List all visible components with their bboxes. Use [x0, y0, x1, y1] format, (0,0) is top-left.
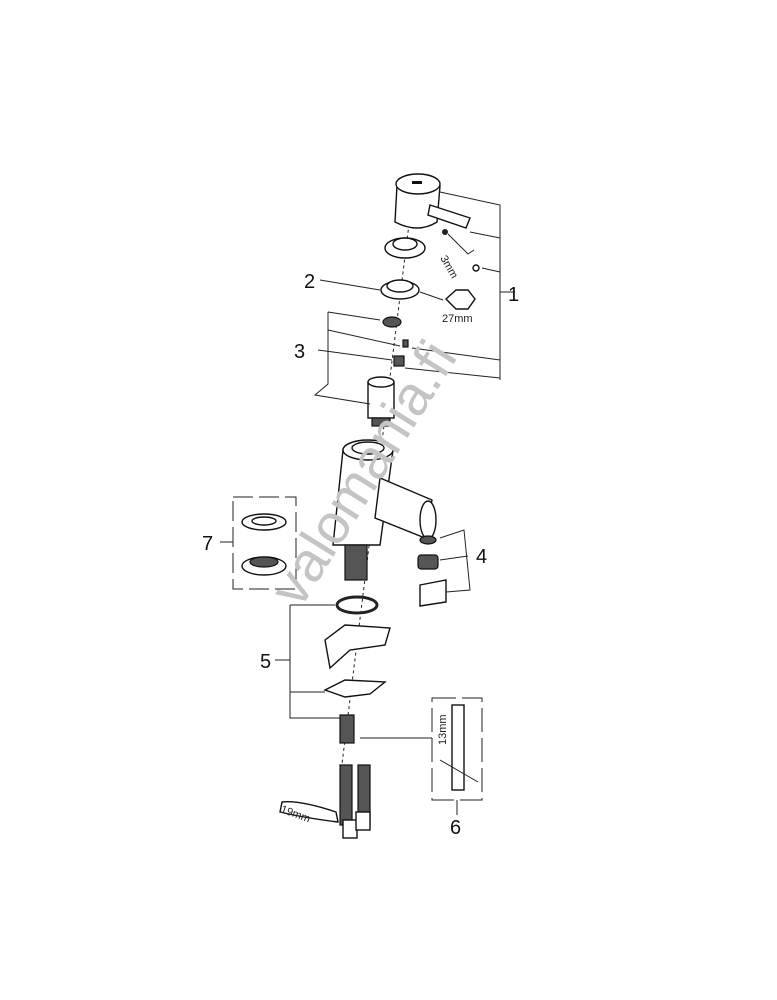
seal-ring: [335, 595, 379, 615]
socket-size: 13mm: [437, 714, 449, 745]
aerator: [417, 535, 447, 607]
o-ring: [382, 316, 402, 328]
spanner: [279, 801, 339, 823]
callout-5: 5: [260, 651, 271, 673]
part-7-box: [232, 496, 297, 590]
hex-nut-size: 27mm: [442, 313, 473, 325]
callout-4: 4: [476, 546, 487, 568]
supply-hoses: [339, 764, 371, 839]
cartridge-nut: [380, 279, 420, 300]
lever-handle: [394, 173, 471, 229]
faucet-body: [332, 439, 437, 581]
callout-1: 1: [508, 284, 519, 306]
hex-nut-icon: [444, 289, 476, 310]
cartridge: [367, 376, 395, 427]
adapter: [393, 355, 405, 367]
hex-key-size: 3mm: [437, 254, 460, 281]
screw: [402, 339, 409, 348]
callout-7: 7: [202, 533, 213, 555]
callout-3: 3: [294, 341, 305, 363]
callout-6: 6: [450, 817, 461, 839]
cover-cap: [384, 237, 426, 259]
support-washer: [324, 624, 391, 670]
threaded-stud: [339, 714, 355, 744]
clamp-plate: [323, 679, 387, 698]
callout-2: 2: [304, 271, 315, 293]
grub-screw-and-cap: [442, 229, 480, 272]
socket-wrench-box: [431, 697, 483, 801]
